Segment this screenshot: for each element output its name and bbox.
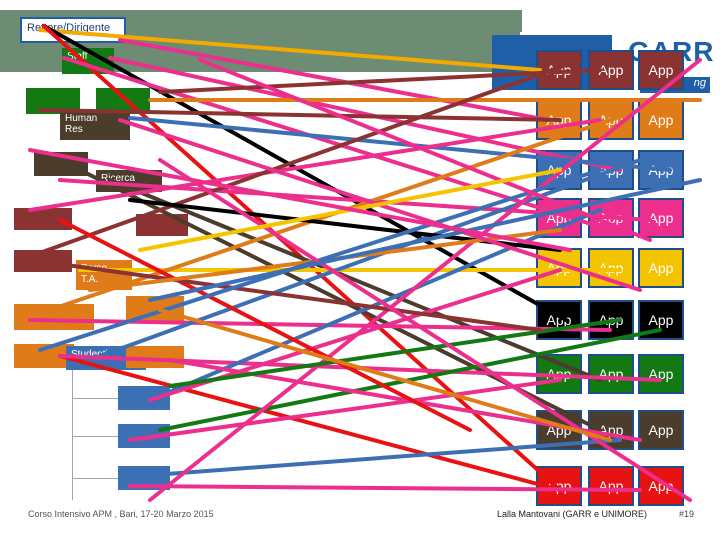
connection-line-20 [58, 354, 562, 492]
connection-line-7 [158, 68, 602, 94]
tree-trunk [72, 370, 73, 500]
connection-line-1 [38, 28, 542, 72]
connection-line-35 [38, 168, 602, 352]
footer-author: Lalla Mantovani (GARR e UNIMORE) [497, 509, 648, 519]
connection-line-32 [58, 218, 472, 432]
org-box-orange-d [126, 346, 184, 368]
human-res-line1: Human [65, 113, 98, 124]
connection-line-27 [128, 484, 642, 492]
org-box-human-resources: Human Res [60, 110, 130, 140]
connection-line-6 [62, 56, 612, 232]
app-tile-r1-c2: App [588, 50, 634, 90]
app-tile-r5-c3: App [638, 248, 684, 288]
connection-line-28 [148, 58, 702, 502]
app-tile-r8-c3: App [638, 410, 684, 450]
connection-line-36 [158, 158, 692, 502]
tree-branch-1 [72, 398, 118, 399]
connection-line-39 [148, 178, 702, 302]
personale-line2: T.A. [81, 274, 99, 285]
connection-line-5 [108, 56, 622, 172]
connection-line-25 [128, 378, 562, 442]
org-box-rettore: Rettore/Dirigente [20, 17, 126, 43]
connection-line-37 [198, 58, 652, 242]
connection-line-8 [38, 108, 562, 122]
connection-line-24 [158, 328, 662, 432]
connection-line-10 [128, 116, 672, 172]
org-box-red-a [14, 208, 72, 230]
human-res-line2: Res [65, 124, 83, 135]
app-tile-r7-c3: App [638, 354, 684, 394]
tree-branch-2 [72, 436, 118, 437]
connection-line-26 [138, 438, 622, 478]
connection-line-14 [28, 118, 602, 212]
connection-line-42 [28, 148, 572, 252]
footer-page-number: #19 [679, 509, 695, 519]
connection-line-41 [158, 308, 612, 442]
connection-line-33 [28, 258, 542, 332]
connection-line-12 [108, 178, 602, 382]
connection-line-15 [18, 58, 582, 262]
app-tile-r2-c3: App [638, 100, 684, 140]
connection-line-19 [98, 158, 642, 358]
tree-branch-3 [72, 478, 118, 479]
connection-line-4 [118, 38, 550, 122]
footer-course: Corso Intensivo APM , Bari, 17-20 Marzo … [28, 509, 214, 519]
connection-line-30 [168, 318, 622, 388]
